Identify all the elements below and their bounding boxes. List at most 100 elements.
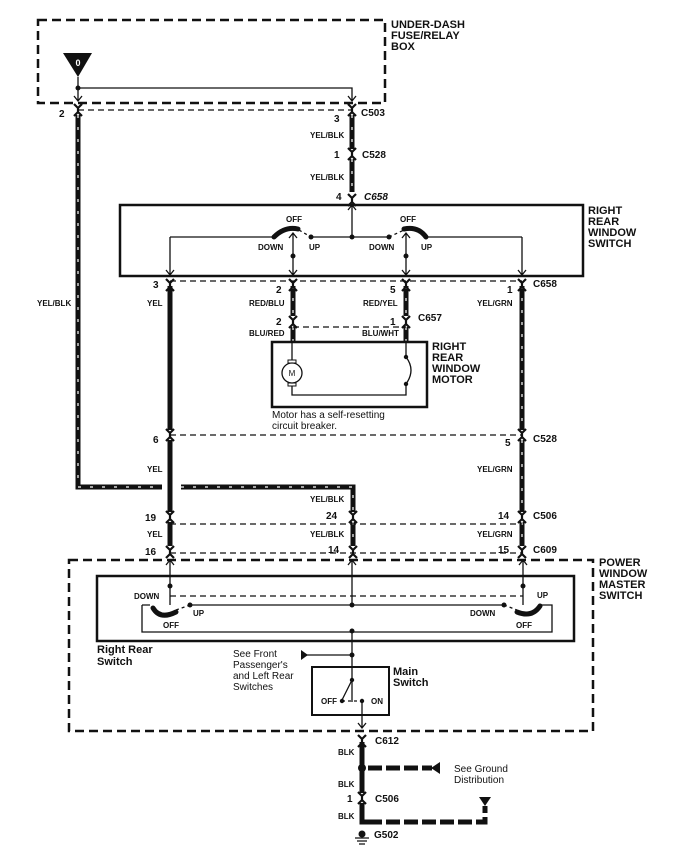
diagram-label: YEL/BLK [37, 299, 71, 308]
ground-icon [355, 830, 369, 845]
diagram-label: 4 [336, 192, 342, 203]
fuse-box-label: BOX [391, 41, 416, 53]
diagram-label: DOWN [470, 609, 496, 618]
reference-arrow-icon [301, 650, 308, 660]
connector-c503: 2 3 C503 [59, 102, 385, 125]
diagram-label: C528 [533, 434, 557, 445]
diagram-label: YEL/BLK [310, 173, 344, 182]
connector-c528-top: 1 C528 YEL/BLK YEL/BLK [310, 131, 386, 182]
ground-distribution-arrow-icon [431, 762, 440, 774]
diagram-label: M [289, 369, 296, 378]
right-rear-window-switch: RIGHT REAR WINDOW SWITCH OFF OFF DOWN UP… [118, 203, 637, 278]
diagram-label: OFF [516, 621, 532, 630]
diagram-label: MOTOR [432, 374, 473, 386]
diagram-label: 24 [326, 511, 338, 522]
diagram-label: DOWN [258, 243, 284, 252]
under-dash-fuse-relay-box: UNDER-DASH FUSE/RELAY BOX 0 [36, 18, 465, 105]
diagram-label: YEL/BLK [310, 131, 344, 140]
power-window-master-switch: POWER WINDOW MASTER SWITCH DOWN UP UP DO… [67, 557, 648, 733]
diagram-label: YEL/BLK [310, 495, 344, 504]
switch-arm-icon [514, 603, 543, 617]
diagram-label: DOWN [134, 592, 160, 601]
diagram-label: 1 [334, 150, 340, 161]
diagram-label: UP [421, 243, 433, 252]
diagram-label: 6 [153, 435, 159, 446]
diagram-label: WINDOW [432, 363, 481, 375]
fuse-icon: 0 [63, 53, 92, 77]
diagram-label: 1 [507, 285, 513, 296]
diagram-label: UP [309, 243, 321, 252]
diagram-label: YEL/BLK [310, 530, 344, 539]
diagram-label: SWITCH [588, 238, 631, 250]
diagram-label: ON [371, 697, 383, 706]
diagram-label: C612 [375, 736, 399, 747]
diagram-label: Distribution [454, 775, 504, 786]
diagram-label: YEL [147, 465, 163, 474]
diagram-label: BLU/WHT [362, 329, 399, 338]
right-rear-window-motor: RIGHT REAR WINDOW MOTOR M Motor has a se… [270, 340, 481, 432]
diagram-label: RIGHT [432, 341, 467, 353]
switch-arm-icon [401, 225, 429, 240]
connector-c657: 2 1 C657 [276, 313, 442, 330]
diagram-label: 1 [347, 794, 353, 805]
motor-note: Motor has a self-resetting [272, 410, 385, 421]
fuse-box-label: UNDER-DASH [391, 19, 465, 31]
wire-blk [359, 742, 370, 825]
diagram-label: See Front [233, 649, 277, 660]
fuse-box-label: FUSE/RELAY [391, 30, 460, 42]
diagram-label: 5 [390, 285, 396, 296]
diagram-label: See Ground [454, 764, 508, 775]
diagram-label: WINDOW [588, 227, 637, 239]
diagram-label: 16 [145, 547, 157, 558]
diagram-label: YEL/GRN [477, 530, 513, 539]
diagram-label: OFF [400, 215, 416, 224]
diagram-label: OFF [163, 621, 179, 630]
diagram-label: 15 [498, 545, 510, 556]
ground-section: C612 See Ground Distribution 1 C506 G502 [347, 733, 508, 845]
diagram-label: G502 [374, 830, 399, 841]
diagram-label: UP [537, 591, 549, 600]
connector-c506-mid: 19 24 14 C506 [145, 509, 557, 525]
diagram-label: RIGHT [588, 205, 623, 217]
wire-ground-return [368, 806, 488, 825]
wire-stripe [77, 115, 354, 512]
diagram-label: C658 [364, 192, 388, 203]
diagram-label: 3 [153, 280, 159, 291]
diagram-label: Passenger's [233, 660, 288, 671]
wire-labels: YEL/BLK YEL RED/BLU RED/YEL YEL/GRN BLU/… [37, 299, 513, 821]
connector-c658-top: 4 C658 [336, 192, 388, 208]
diagram-label: Switches [233, 682, 273, 693]
main-switch: OFF ON Main Switch [311, 666, 429, 730]
switch-arm-icon [150, 605, 179, 618]
diagram-label: RED/YEL [363, 299, 398, 308]
diagram-label: C609 [533, 545, 557, 556]
diagram-label: 3 [334, 114, 340, 125]
diagram-label: REAR [588, 216, 619, 228]
diagram-label: UP [193, 609, 205, 618]
diagram-label: 0 [75, 58, 80, 68]
diagram-label: Switch [393, 677, 429, 689]
diagram-label: C658 [533, 279, 557, 290]
motor-note: circuit breaker. [272, 421, 337, 432]
diagram-label: YEL/GRN [477, 299, 513, 308]
diagram-label: POWER [599, 557, 641, 569]
diagram-label: DOWN [369, 243, 395, 252]
diagram-label: C506 [375, 794, 399, 805]
diagram-label: C528 [362, 150, 386, 161]
diagram-label: C657 [418, 313, 442, 324]
diagram-label: Main [393, 666, 418, 678]
connector-c609: 16 14 15 C609 [145, 544, 557, 560]
diagram-label: MASTER [599, 579, 646, 591]
diagram-label: REAR [432, 352, 463, 364]
diagram-label: RED/BLU [249, 299, 285, 308]
diagram-label: 1 [390, 317, 396, 328]
right-rear-switch-label: Switch [97, 656, 133, 668]
diagram-label: 19 [145, 513, 157, 524]
diagram-label: BLK [338, 780, 355, 789]
diagram-label: and Left Rear [233, 671, 294, 682]
wires [75, 115, 525, 825]
right-rear-switch-label: Right Rear [97, 644, 153, 656]
diagram-label: 2 [276, 317, 282, 328]
diagram-label: BLK [338, 748, 355, 757]
connector-c658-bottom: 3 2 5 1 C658 [153, 277, 557, 296]
